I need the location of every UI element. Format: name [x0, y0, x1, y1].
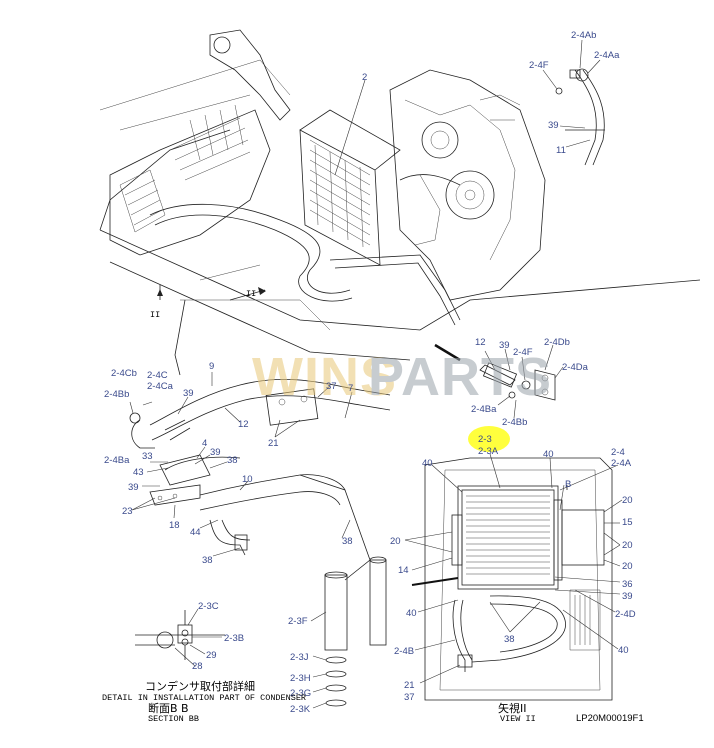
callout-40-a: 40 — [422, 458, 433, 469]
callout-2-4Ca: 2-4Ca — [147, 381, 174, 392]
callout-2-4B: 2-4B — [394, 646, 414, 657]
machine-frame-drawing — [99, 29, 701, 376]
callout-2-4Aa: 2-4Aa — [594, 50, 620, 61]
callout-2-4Db: 2-4Db — [544, 337, 570, 348]
callout-43: 43 — [133, 467, 144, 478]
view-ii-drawing — [411, 457, 613, 701]
callout-9: 9 — [209, 361, 214, 372]
highlight-2-3 — [468, 426, 510, 452]
captions: コンデンサ取付部詳細 DETAIL IN INSTALLATION PART O… — [102, 679, 644, 724]
callout-7: 7 — [348, 383, 353, 394]
callout-39-top: 39 — [548, 120, 559, 131]
callout-38-a: 38 — [227, 455, 238, 466]
callout-23: 23 — [122, 506, 133, 517]
callout-39-d: 39 — [622, 591, 633, 602]
callout-38-b: 38 — [202, 555, 213, 566]
callout-2-3H: 2-3H — [290, 673, 311, 684]
fitting-detail-drawing — [479, 362, 556, 401]
callout-2-4: 2-4 — [611, 447, 625, 458]
callout-39-c: 39 — [128, 482, 139, 493]
callout-21-mid: 21 — [268, 438, 279, 449]
callout-2-4Cb: 2-4Cb — [111, 368, 137, 379]
callout-2-3C: 2-3C — [198, 601, 219, 612]
section-bb-drawing — [135, 610, 225, 660]
section-caption-jp: 断面B B — [148, 701, 189, 715]
callout-11: 11 — [556, 145, 566, 156]
callout-2-4A: 2-4A — [611, 458, 632, 469]
detail-caption-jp: コンデンサ取付部詳細 — [145, 679, 255, 693]
callout-15: 15 — [622, 517, 633, 528]
callout-36: 36 — [622, 579, 633, 590]
callout-2-3F: 2-3F — [288, 616, 308, 627]
callout-2-3B: 2-3B — [224, 633, 244, 644]
callout-labels: 2 2-4Ab 2-4Aa 2-4F 39 11 9 2-4Cb 2-4C 2-… — [104, 30, 636, 715]
callout-2-3A: 2-3A — [478, 446, 499, 457]
section-caption-en: SECTION BB — [148, 714, 199, 724]
callout-2-3K: 2-3K — [290, 704, 311, 715]
view-arrow-II-a: II — [150, 310, 160, 320]
callout-2-4D: 2-4D — [615, 609, 636, 620]
callout-29: 29 — [206, 650, 217, 661]
callout-2-4Ab: 2-4Ab — [571, 30, 596, 41]
callout-40-d: 40 — [618, 645, 629, 656]
callout-39-b: 39 — [210, 447, 221, 458]
hose-detail-drawing — [129, 379, 391, 581]
callout-12-left: 12 — [238, 419, 249, 430]
callout-2-3: 2-3 — [478, 434, 492, 445]
callout-2-4Ba-right: 2-4Ba — [471, 404, 497, 415]
callout-21-bottom: 21 — [404, 680, 415, 691]
callout-37-mid: 37 — [326, 381, 337, 392]
callout-33: 33 — [142, 451, 153, 462]
callout-18: 18 — [169, 520, 180, 531]
callout-38-view: 38 — [504, 634, 515, 645]
view-arrow-II-b: II — [246, 289, 256, 299]
callout-20-c: 20 — [622, 561, 633, 572]
callout-2-4Bb-left: 2-4Bb — [104, 389, 129, 400]
callout-12-right: 12 — [475, 337, 486, 348]
callout-2: 2 — [362, 72, 367, 83]
callout-2-4F-right: 2-4F — [513, 347, 533, 358]
callout-4: 4 — [202, 438, 207, 449]
callout-2-4F-top: 2-4F — [529, 60, 549, 71]
callout-39-left: 39 — [183, 388, 194, 399]
view-caption-en: VIEW II — [500, 714, 536, 724]
callout-20-left: 20 — [390, 536, 401, 547]
callout-28: 28 — [192, 661, 203, 672]
callout-14: 14 — [398, 565, 409, 576]
watermark-logo: WINS PARTS — [252, 347, 552, 407]
receiver-drier-drawing — [324, 556, 387, 707]
callout-40-c: 40 — [406, 608, 417, 619]
callout-2-3G: 2-3G — [290, 688, 311, 699]
drawing-number: LP20M00019F1 — [576, 713, 644, 724]
callout-2-3J: 2-3J — [290, 652, 309, 663]
callout-37-bottom: 37 — [404, 692, 415, 703]
leader-lines — [129, 39, 623, 709]
callout-20-b: 20 — [622, 540, 633, 551]
callout-2-4Bb-right: 2-4Bb — [502, 417, 527, 428]
view-caption-jp: 矢視II — [498, 701, 527, 715]
callout-20-a: 20 — [622, 495, 633, 506]
callout-38-c: 38 — [342, 536, 353, 547]
detail-caption-en: DETAIL IN INSTALLATION PART OF CONDENSER — [102, 693, 306, 703]
callout-2-4C: 2-4C — [147, 370, 168, 381]
callout-2-4Ba-left: 2-4Ba — [104, 455, 130, 466]
callout-B: B — [565, 479, 571, 490]
callout-40-b: 40 — [543, 449, 554, 460]
watermark-part1: WINS — [252, 347, 397, 407]
callout-39-right: 39 — [499, 340, 510, 351]
callout-44: 44 — [190, 527, 201, 538]
watermark-part2: PARTS — [368, 347, 552, 407]
callout-10: 10 — [242, 474, 253, 485]
callout-2-4Da: 2-4Da — [562, 362, 589, 373]
